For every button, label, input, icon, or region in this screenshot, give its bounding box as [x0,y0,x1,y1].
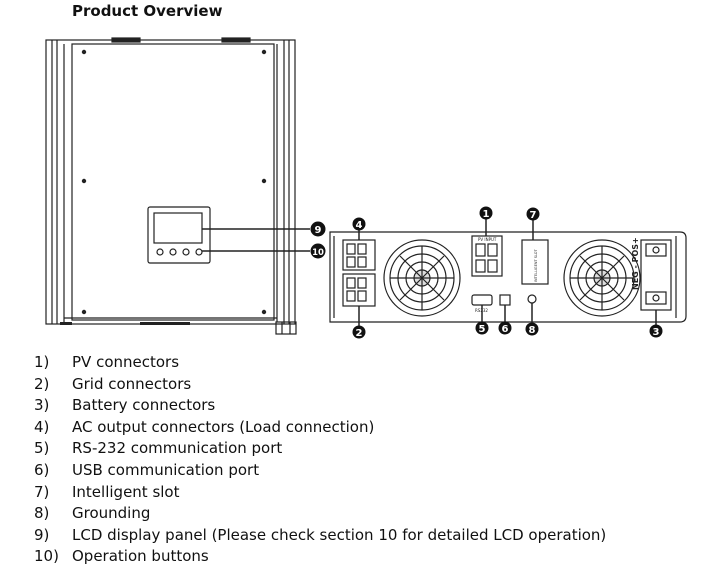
component-list: 1) PV connectors 2) Grid connectors 3) Batt… [34,352,606,568]
item-text: AC output connectors (Load connection) [72,417,375,436]
slot-label: INTELLIGENT SLOT [534,248,538,282]
callout-9: 9 [310,221,326,237]
item-text: PV connectors [72,353,180,371]
svg-text:6: 6 [502,324,509,335]
list-item: 5) RS-232 communication port [34,438,606,460]
operation-button [182,248,190,256]
svg-text:9: 9 [315,225,322,236]
item-number: 9) [34,525,50,544]
callout-7: 7 [526,207,540,221]
rs232-label: RS232 [475,308,488,313]
list-item: 8) Grounding [34,503,606,525]
list-item: 7) Intelligent slot [34,482,606,504]
bottom-view [329,219,687,326]
svg-text:10: 10 [312,248,324,258]
list-item: 4) AC output connectors (Load connection) [34,417,606,439]
pv-input-label: PV INPUT [478,237,497,242]
callout-4: 4 [352,217,366,231]
list-item: 6) USB communication port [34,460,606,482]
list-item: 10) Operation buttons [34,546,606,568]
list-item: 3) Battery connectors [34,395,606,417]
svg-text:7: 7 [530,210,537,221]
item-text: Grid connectors [72,374,192,393]
item-text: USB communication port [72,460,260,479]
svg-text:8: 8 [529,325,536,336]
callout-6: 6 [498,321,512,335]
product-diagram: 9 10 [45,37,687,339]
item-text: LCD display panel (Please check section … [72,525,607,544]
list-item: 1) PV connectors [34,352,606,374]
item-text: Intelligent slot [72,482,180,501]
callout-5: 5 [475,321,489,335]
item-text: Grounding [72,504,151,523]
item-text: Operation buttons [72,547,209,566]
operation-button [156,248,164,256]
item-number: 10) [34,547,59,566]
item-number: 4) [34,417,50,436]
item-number: 7) [34,482,50,501]
battery-label: NEG - POS+ [631,237,640,290]
item-text: RS-232 communication port [72,439,283,458]
lcd-panel [147,206,211,264]
callout-10: 10 [310,243,326,259]
callout-3: 3 [649,324,663,338]
operation-button [195,248,203,256]
svg-text:2: 2 [356,328,363,339]
operation-button [169,248,177,256]
svg-text:3: 3 [653,327,660,338]
item-text: Battery connectors [72,396,216,415]
item-number: 5) [34,439,50,458]
list-item: 9) LCD display panel (Please check sectio… [34,525,606,547]
svg-text:1: 1 [483,209,490,220]
page-title: Product Overview [72,2,223,20]
item-number: 2) [34,374,50,393]
front-view [45,37,310,335]
item-number: 8) [34,504,50,523]
callout-2: 2 [352,325,366,339]
item-number: 6) [34,460,50,479]
callout-1: 1 [479,206,493,220]
item-number: 1) [34,353,50,371]
list-item: 2) Grid connectors [34,374,606,396]
callout-8: 8 [525,322,539,336]
item-number: 3) [34,396,50,415]
svg-text:5: 5 [479,324,486,335]
svg-text:4: 4 [356,220,363,231]
